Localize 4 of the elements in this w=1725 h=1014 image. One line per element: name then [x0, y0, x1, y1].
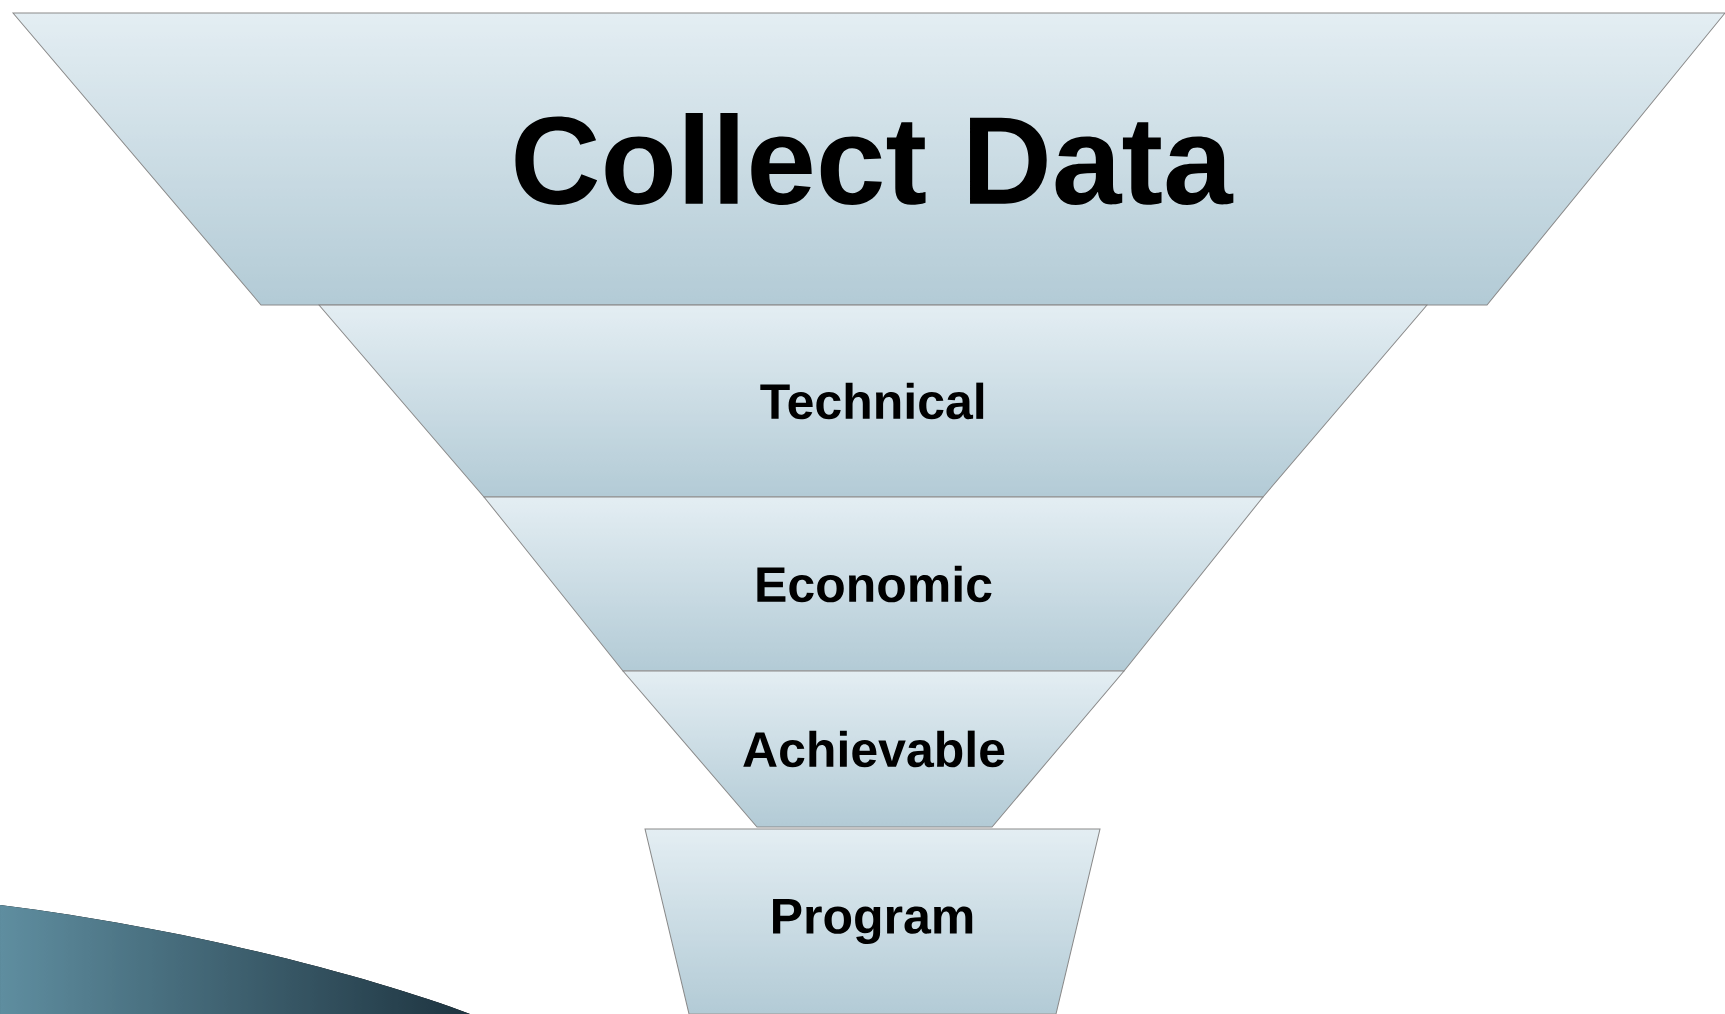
funnel-band: Achievable	[622, 670, 1125, 828]
funnel-band: Technical	[318, 304, 1428, 498]
funnel-band: Program	[644, 828, 1101, 1014]
funnel-band: Economic	[483, 496, 1264, 672]
